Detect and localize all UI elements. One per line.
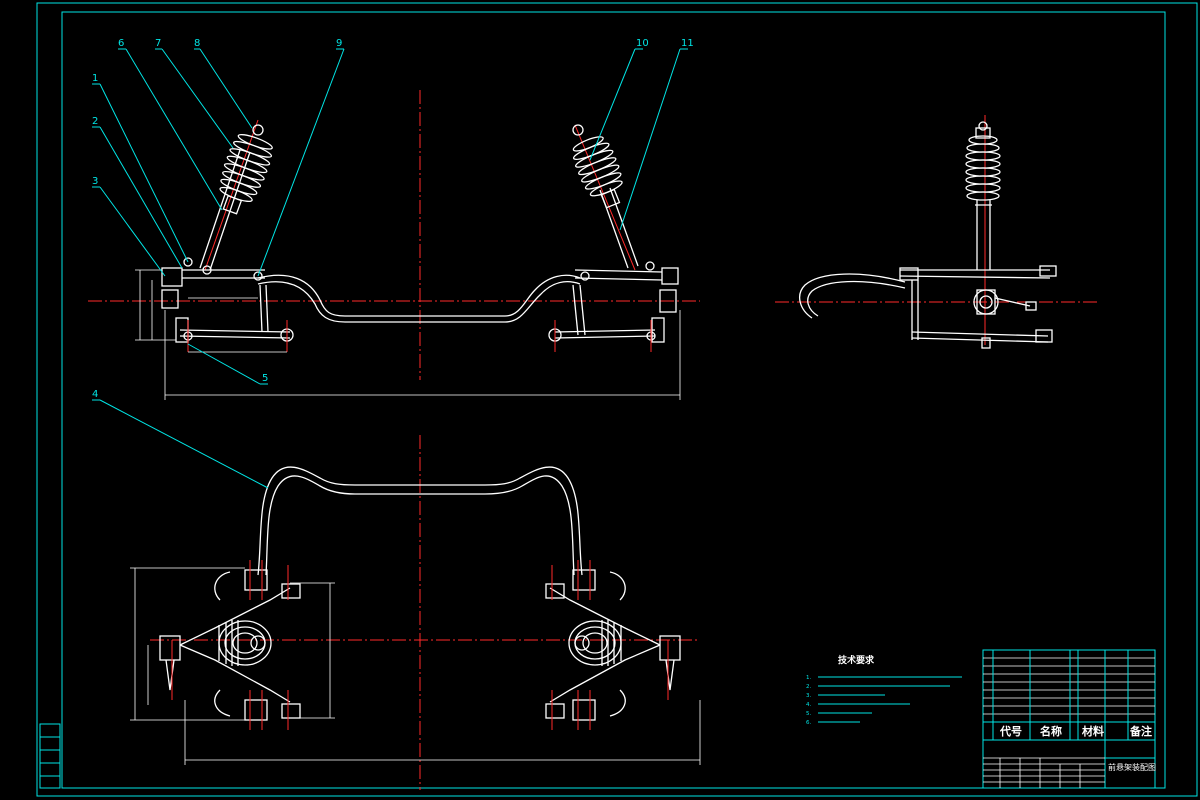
- side-shock: [965, 121, 1001, 270]
- note-line: 1.: [806, 675, 811, 681]
- callout-1: 1: [92, 73, 98, 84]
- inner-border: [61, 11, 1166, 789]
- callout-8: 8: [194, 38, 200, 49]
- top-view-dimensions: [130, 567, 701, 765]
- note-line: 2.: [806, 684, 811, 690]
- left-shock-absorber: [199, 119, 273, 271]
- header-remark: 备注: [1129, 724, 1152, 738]
- side-stamp: [39, 723, 61, 789]
- callout-leaders: [92, 48, 688, 489]
- notes-title: 技术要求: [838, 654, 875, 666]
- front-view: [88, 90, 700, 400]
- callout-5: 5: [262, 373, 268, 384]
- callout-10: 10: [636, 38, 649, 49]
- header-code: 代号: [999, 724, 1022, 738]
- front-view-dimensions: [135, 269, 681, 400]
- callout-11: 11: [681, 38, 694, 49]
- stabilizer-bar-front: [257, 274, 581, 317]
- left-hub-assembly: [159, 560, 301, 730]
- callout-2: 2: [92, 116, 98, 127]
- parts-list: 代号 名称 材料 备注: [982, 649, 1156, 741]
- callout-9: 9: [336, 38, 342, 49]
- note-line: 4.: [806, 702, 811, 708]
- callout-4: 4: [92, 389, 98, 400]
- callout-6: 6: [118, 38, 124, 49]
- drawing-name: 前悬架装配图: [1108, 762, 1156, 772]
- stabilizer-bar-top: [257, 466, 583, 576]
- top-view: [130, 435, 701, 790]
- technical-requirements: 技术要求 1. 2. 3. 4. 5. 6.: [806, 654, 962, 726]
- note-line: 6.: [806, 720, 811, 726]
- note-line: 3.: [806, 693, 811, 699]
- side-view: [775, 115, 1100, 349]
- header-name: 名称: [1040, 724, 1062, 738]
- right-hub-assembly: [545, 560, 681, 730]
- callout-7: 7: [155, 38, 161, 49]
- right-upper-arm: [574, 261, 679, 313]
- left-lower-arm: [175, 284, 294, 352]
- right-lower-arm: [548, 284, 665, 352]
- outer-border: [36, 2, 1198, 797]
- title-block: 前悬架装配图: [982, 739, 1156, 789]
- note-line: 5.: [806, 711, 811, 717]
- right-shock-absorber: [572, 124, 639, 271]
- callout-3: 3: [92, 176, 98, 187]
- left-upper-arm: [161, 257, 265, 309]
- header-material: 材料: [1082, 724, 1104, 738]
- callout-numbers: 1 2 3 4 5 6 7 8 9 10 11: [92, 38, 694, 400]
